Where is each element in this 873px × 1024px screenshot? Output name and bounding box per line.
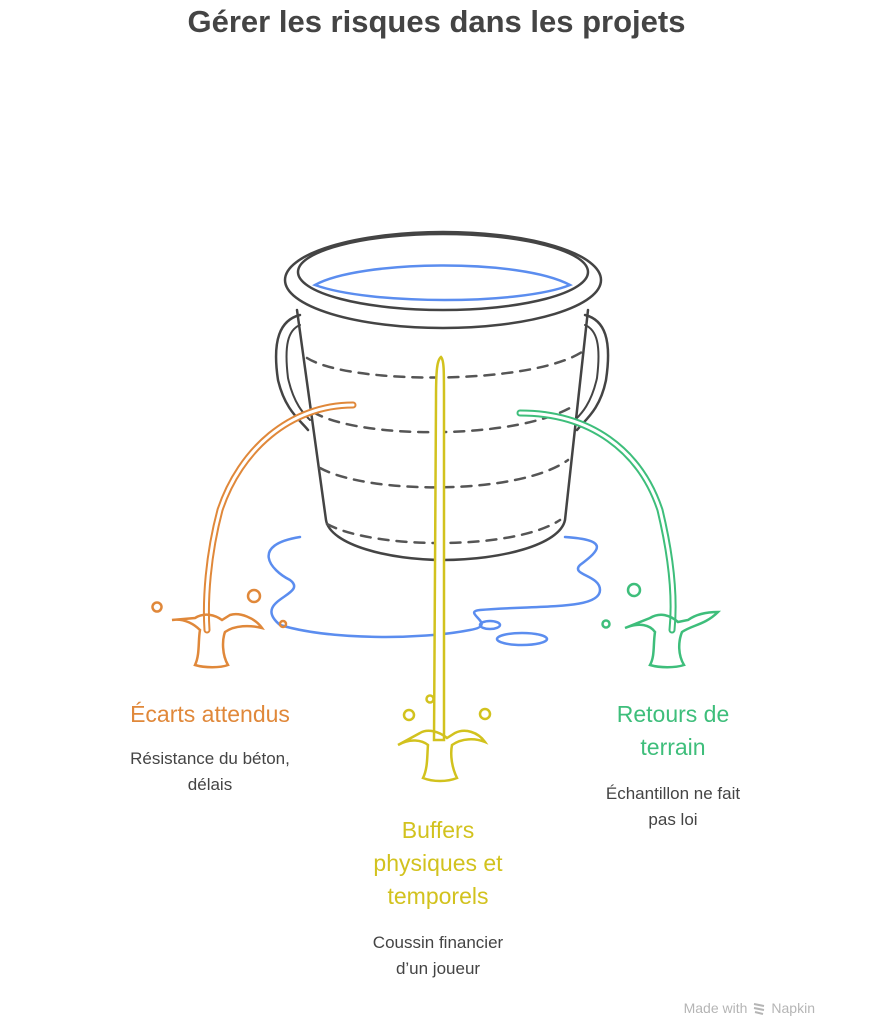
footer-text: Made with bbox=[683, 1000, 748, 1016]
napkin-logo-icon bbox=[754, 1003, 765, 1015]
yellow-leak-stream bbox=[432, 355, 446, 742]
desc-buffers: Coussin financier d’un joueur bbox=[318, 930, 558, 982]
label-line: physiques et bbox=[373, 850, 503, 876]
label-line: Buffers bbox=[401, 817, 475, 843]
label-line: temporels bbox=[387, 883, 489, 909]
desc-line: Coussin financier bbox=[372, 933, 504, 952]
label-buffers: Buffers physiques et temporels bbox=[318, 814, 558, 913]
page-title: Gérer les risques dans les projets bbox=[187, 4, 686, 39]
green-drop bbox=[626, 582, 642, 598]
green-drop bbox=[601, 619, 611, 629]
label-retours-terrain: Retours de terrain bbox=[553, 698, 793, 764]
desc-line: Résistance du béton, bbox=[130, 749, 290, 768]
water-surface bbox=[311, 264, 573, 302]
yellow-drop bbox=[478, 707, 492, 721]
desc-line: pas loi bbox=[648, 810, 698, 829]
water-drop bbox=[495, 631, 549, 647]
water-drop bbox=[478, 619, 502, 631]
label-line: Écarts attendus bbox=[130, 701, 290, 727]
orange-drop bbox=[246, 588, 262, 604]
label-line: terrain bbox=[640, 734, 706, 760]
bucket-band bbox=[325, 518, 562, 545]
water-puddle bbox=[267, 535, 602, 639]
orange-leak-stream bbox=[202, 401, 357, 634]
desc-line: délais bbox=[187, 775, 233, 794]
bucket-handle-right bbox=[575, 313, 610, 432]
made-with-napkin-footer: Made with Napkin bbox=[684, 1000, 815, 1016]
bucket-handle-right bbox=[574, 324, 600, 421]
yellow-splash bbox=[397, 729, 489, 783]
orange-drop bbox=[151, 601, 163, 613]
footer-brand: Napkin bbox=[771, 1000, 815, 1016]
label-line: Retours de bbox=[616, 701, 730, 727]
desc-retours-terrain: Échantillon ne fait pas loi bbox=[553, 781, 793, 833]
desc-line: d’un joueur bbox=[395, 959, 481, 978]
green-splash bbox=[624, 610, 722, 669]
yellow-drop bbox=[402, 708, 416, 722]
orange-splash bbox=[171, 613, 265, 669]
label-ecarts-attendus: Écarts attendus bbox=[80, 698, 340, 731]
yellow-drop bbox=[425, 694, 435, 704]
bucket-rim-inner bbox=[296, 232, 590, 312]
orange-drop bbox=[278, 619, 288, 629]
desc-ecarts-attendus: Résistance du béton, délais bbox=[80, 746, 340, 798]
desc-line: Échantillon ne fait bbox=[605, 784, 741, 803]
